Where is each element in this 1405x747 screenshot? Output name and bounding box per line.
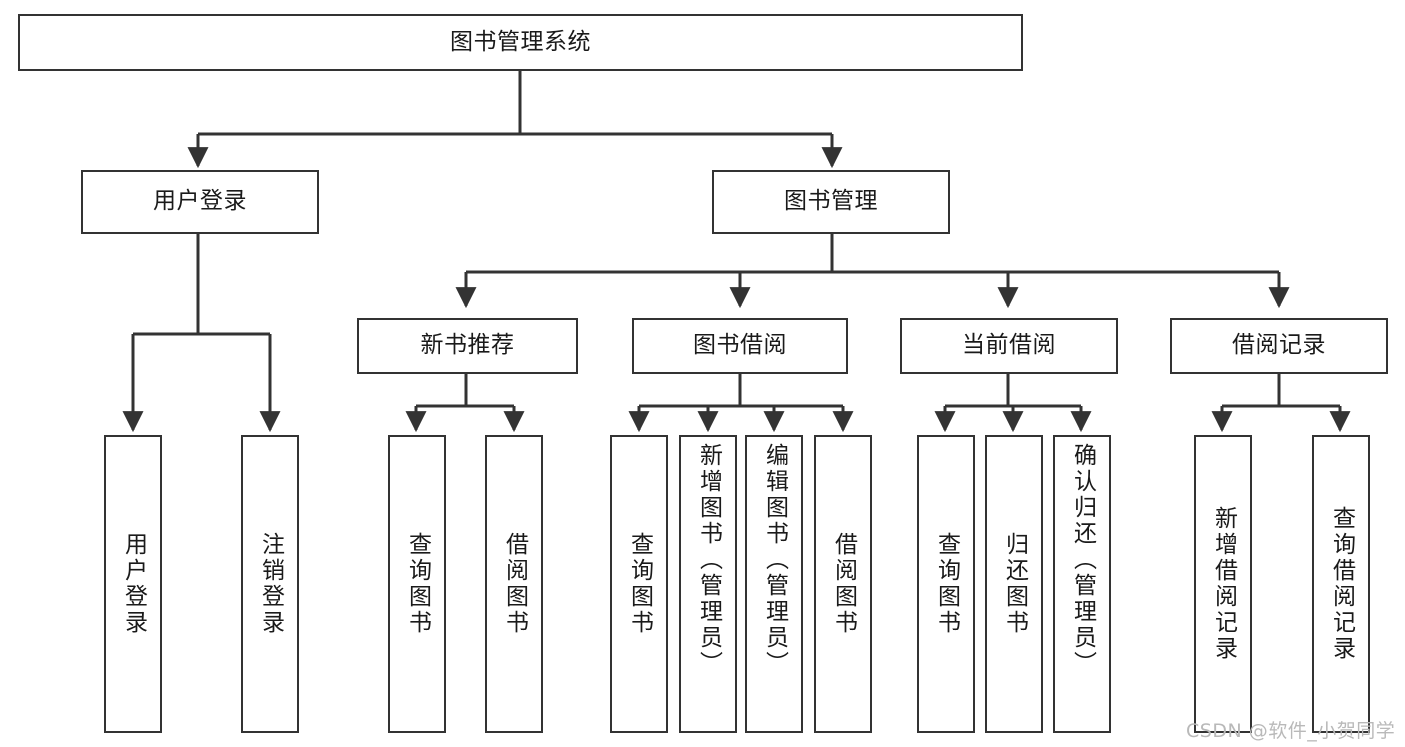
node-leaf-logout-login[interactable]: 注销登录 — [241, 435, 299, 733]
node-leaf-query-book-3[interactable]: 查询图书 — [917, 435, 975, 733]
node-new-book-recommend[interactable]: 新书推荐 — [357, 318, 578, 374]
node-book-borrow[interactable]: 图书借阅 — [632, 318, 848, 374]
node-label-user-login: 用户登录 — [153, 188, 247, 215]
node-leaf-query-book-2[interactable]: 查询图书 — [610, 435, 668, 733]
node-leaf-confirm-return[interactable]: 确认归还（管理员） — [1053, 435, 1111, 733]
node-label-leaf-return-book: 归还图书 — [1001, 532, 1028, 636]
node-label-root: 图书管理系统 — [450, 28, 591, 55]
node-label-borrow-record: 借阅记录 — [1232, 332, 1326, 359]
node-label-book-manage: 图书管理 — [784, 188, 878, 215]
node-user-login[interactable]: 用户登录 — [81, 170, 319, 234]
csdn-watermark: CSDN @软件_小贺同学 — [1186, 720, 1396, 742]
node-leaf-borrow-book-2[interactable]: 借阅图书 — [814, 435, 872, 733]
node-label-current-borrow: 当前借阅 — [962, 332, 1056, 359]
node-leaf-add-book[interactable]: 新增图书（管理员） — [679, 435, 737, 733]
node-current-borrow[interactable]: 当前借阅 — [900, 318, 1118, 374]
node-label-leaf-add-borrow-record: 新增借阅记录 — [1210, 506, 1237, 662]
node-leaf-add-borrow-record[interactable]: 新增借阅记录 — [1194, 435, 1252, 733]
node-leaf-query-borrow-record[interactable]: 查询借阅记录 — [1312, 435, 1370, 733]
node-label-leaf-edit-book: 编辑图书（管理员） — [761, 443, 788, 677]
node-leaf-user-login[interactable]: 用户登录 — [104, 435, 162, 733]
node-label-leaf-borrow-book-1: 借阅图书 — [501, 532, 528, 636]
node-label-new-book-recommend: 新书推荐 — [420, 332, 515, 359]
node-label-leaf-query-book-1: 查询图书 — [404, 532, 431, 636]
node-label-leaf-query-book-2: 查询图书 — [626, 532, 653, 636]
node-label-leaf-query-borrow-record: 查询借阅记录 — [1328, 506, 1355, 662]
node-label-leaf-borrow-book-2: 借阅图书 — [830, 532, 857, 636]
node-label-leaf-confirm-return: 确认归还（管理员） — [1069, 443, 1096, 677]
node-book-manage[interactable]: 图书管理 — [712, 170, 950, 234]
node-label-leaf-add-book: 新增图书（管理员） — [695, 443, 722, 677]
node-label-leaf-query-book-3: 查询图书 — [933, 532, 960, 636]
node-leaf-edit-book[interactable]: 编辑图书（管理员） — [745, 435, 803, 733]
node-leaf-return-book[interactable]: 归还图书 — [985, 435, 1043, 733]
node-label-book-borrow: 图书借阅 — [693, 332, 787, 359]
node-borrow-record[interactable]: 借阅记录 — [1170, 318, 1388, 374]
node-label-leaf-user-login: 用户登录 — [120, 532, 147, 636]
node-leaf-query-book-1[interactable]: 查询图书 — [388, 435, 446, 733]
node-label-leaf-logout-login: 注销登录 — [257, 532, 284, 636]
node-leaf-borrow-book-1[interactable]: 借阅图书 — [485, 435, 543, 733]
node-root-book-management-system[interactable]: 图书管理系统 — [18, 14, 1023, 71]
